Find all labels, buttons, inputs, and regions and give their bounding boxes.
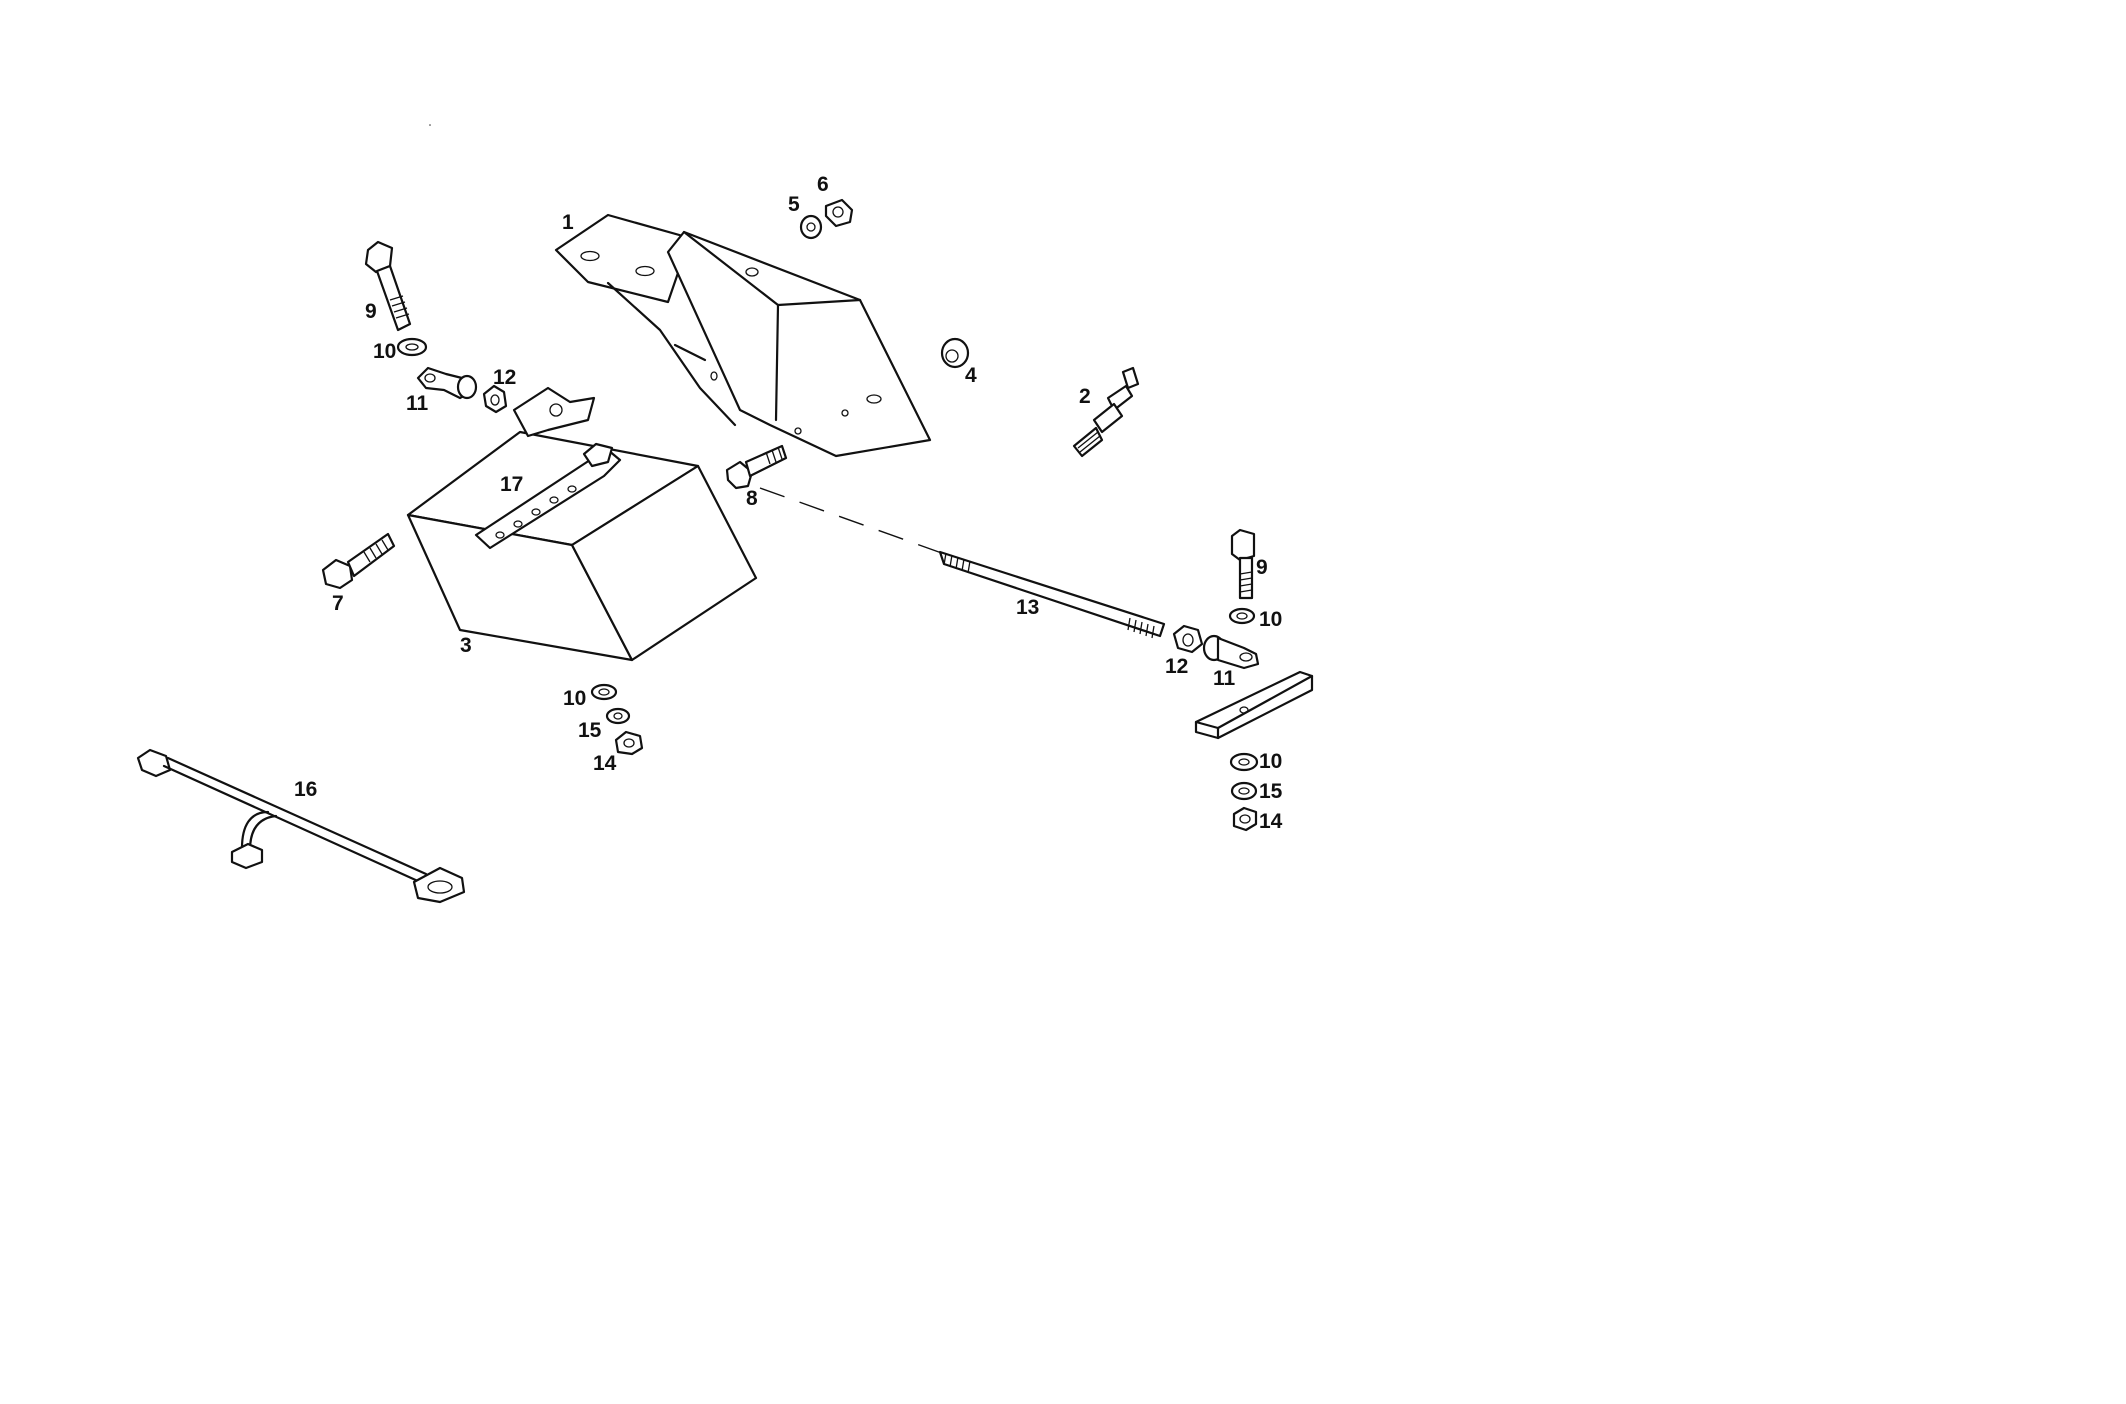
callout-9-left: 9 <box>365 300 377 323</box>
nut-rod-right <box>1172 624 1204 654</box>
callout-9-right: 9 <box>1256 556 1268 579</box>
callout-11-right: 11 <box>1213 667 1236 690</box>
nut-battery <box>614 730 644 756</box>
spacer <box>940 337 970 369</box>
callout-labels: 1 2 3 4 5 6 7 8 9 10 11 12 13 9 10 12 11… <box>294 173 1283 833</box>
callout-11-left: 11 <box>406 392 429 415</box>
callout-3: 3 <box>460 634 472 657</box>
callout-2: 2 <box>1079 385 1091 408</box>
bolt-left <box>321 532 396 590</box>
washer-right <box>1228 607 1256 625</box>
assembly-axis-line <box>759 487 951 557</box>
cable-lug-left <box>416 366 478 400</box>
battery-cable <box>136 748 466 904</box>
callout-10-right: 10 <box>1259 608 1282 631</box>
bolt-right <box>1230 528 1256 600</box>
callout-14-battery: 14 <box>593 752 617 775</box>
callout-7: 7 <box>332 592 344 615</box>
hold-down-strap <box>474 442 622 550</box>
callout-12-right: 12 <box>1165 655 1188 678</box>
callout-10-upper-left: 10 <box>373 340 396 363</box>
callout-15-battery: 15 <box>578 719 602 742</box>
callout-10-battery: 10 <box>563 687 586 710</box>
callout-15-bar: 15 <box>1259 780 1283 803</box>
callout-17: 17 <box>500 473 523 496</box>
washer-upper-left <box>396 337 428 357</box>
nut-left <box>482 384 508 414</box>
washer-bar-b <box>1230 781 1258 801</box>
threaded-rod <box>938 550 1166 639</box>
callout-16: 16 <box>294 778 317 801</box>
callout-10-bar: 10 <box>1259 750 1282 773</box>
callout-14-bar: 14 <box>1259 810 1283 833</box>
sensor-switch <box>1072 366 1140 458</box>
nut-bar <box>1232 806 1258 832</box>
mounting-bar <box>1194 670 1314 740</box>
callout-12-left: 12 <box>493 366 516 389</box>
washer-bar-a <box>1229 752 1259 772</box>
washer-battery-b <box>605 707 631 725</box>
callout-4: 4 <box>965 364 977 387</box>
nut-top <box>824 198 854 228</box>
cable-lug-right <box>1202 634 1260 670</box>
parts-diagram: 1 2 3 4 5 6 7 8 9 10 11 12 13 9 10 12 11… <box>136 124 1314 904</box>
mounting-bracket <box>554 213 932 458</box>
callout-8: 8 <box>746 487 758 510</box>
washer-battery-a <box>590 683 618 701</box>
callout-5: 5 <box>788 193 800 216</box>
bolt-upper-left <box>364 240 412 332</box>
battery <box>406 386 758 662</box>
callout-1: 1 <box>562 211 574 234</box>
callout-6: 6 <box>817 173 829 196</box>
callout-13: 13 <box>1016 596 1039 619</box>
bolt-mid <box>725 444 788 490</box>
washer-top <box>799 214 823 240</box>
